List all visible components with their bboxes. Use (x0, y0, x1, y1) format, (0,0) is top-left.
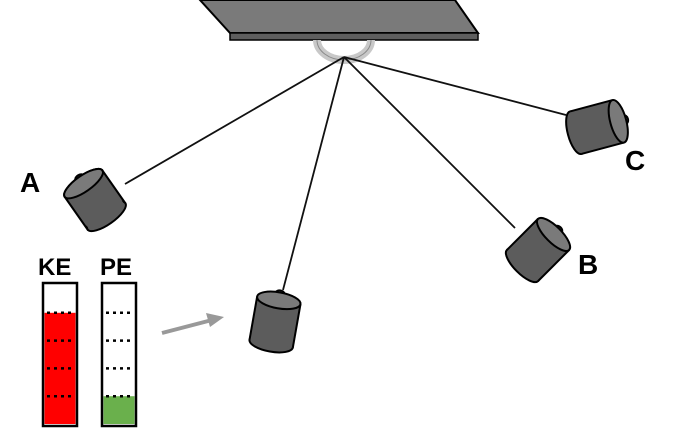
label-b: B (578, 249, 598, 280)
ke-bar-divisions (47, 311, 75, 398)
pe-bar-fill (103, 396, 135, 424)
string-c (343, 56, 567, 116)
ke-bar (41, 281, 79, 428)
ke-label: KE (38, 254, 71, 281)
bob-c (565, 98, 630, 156)
bob-bottom (248, 289, 302, 354)
string-bottom (282, 56, 345, 291)
ceiling-beam (198, 0, 480, 41)
right-arrow-icon (161, 313, 224, 335)
pe-bar (100, 281, 138, 428)
bob-b (504, 216, 572, 284)
string-a (124, 56, 345, 185)
label-a: A (20, 167, 40, 198)
pe-bar-divisions (106, 311, 134, 398)
bob-a (63, 167, 127, 233)
pe-label: PE (100, 254, 132, 281)
pendulum-strings (124, 56, 567, 291)
string-b (343, 56, 516, 229)
label-c: C (625, 145, 645, 176)
